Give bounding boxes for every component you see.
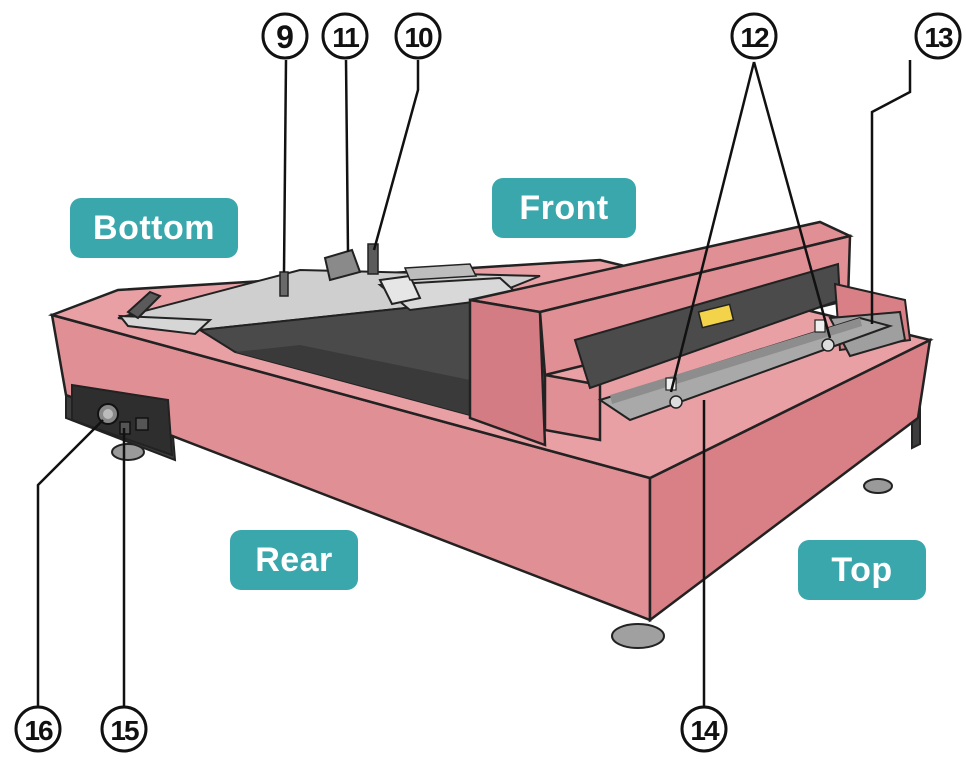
callout-13-text: 13 [924,22,953,53]
label-front: Front [492,178,636,238]
foot-front-right [863,478,893,494]
power-switch-center [103,409,113,419]
callout-12-text: 12 [740,22,769,53]
callout-12: 12 [730,12,778,60]
head-bracket [403,263,478,281]
guide-tab-right [814,319,826,333]
label-bottom: Bottom [70,198,238,258]
feet [111,443,893,649]
callout-11: 11 [321,12,369,60]
guide-screw-right[interactable] [821,338,835,352]
power-inlet[interactable] [135,417,149,431]
callout-9: 9 [261,12,309,60]
control-panel [71,383,174,457]
leader-lines [36,59,912,706]
cutting-bed-shadow [235,345,470,415]
callout-14-text: 14 [690,715,720,746]
warning-label [697,303,735,329]
callout-10-text: 10 [404,22,433,53]
callouts: 9 11 10 12 13 14 16 15 [14,12,962,753]
housing-left-face [468,298,547,447]
callout-13: 13 [914,12,962,60]
leader-10 [372,60,420,251]
clamp-lever-left[interactable] [126,290,162,320]
alignment-pin [279,271,289,297]
callout-15-text: 15 [110,715,139,746]
guide-screw-left[interactable] [669,395,683,409]
label-rear: Rear [230,530,358,590]
callout-11-text: 11 [332,22,359,53]
callout-14: 14 [680,705,728,753]
foot-front-left [611,623,665,649]
head-knob[interactable] [367,243,379,275]
callout-9-text: 9 [276,19,294,55]
tool-head[interactable] [378,274,422,306]
callout-16-text: 16 [24,715,53,746]
leader-12a [669,61,756,393]
callout-15: 15 [100,705,148,753]
head-cover[interactable] [323,248,362,282]
leader-13 [870,60,912,324]
leader-12b [752,61,832,339]
callout-10: 10 [394,12,442,60]
callout-16: 16 [14,705,62,753]
housing-lower-block [543,373,602,442]
clamp-plate-left [117,314,213,336]
leader-16 [36,419,104,706]
label-top: Top [798,540,926,600]
leader-9 [282,59,288,273]
foot-rear-left [111,443,145,461]
leader-11 [344,59,350,253]
